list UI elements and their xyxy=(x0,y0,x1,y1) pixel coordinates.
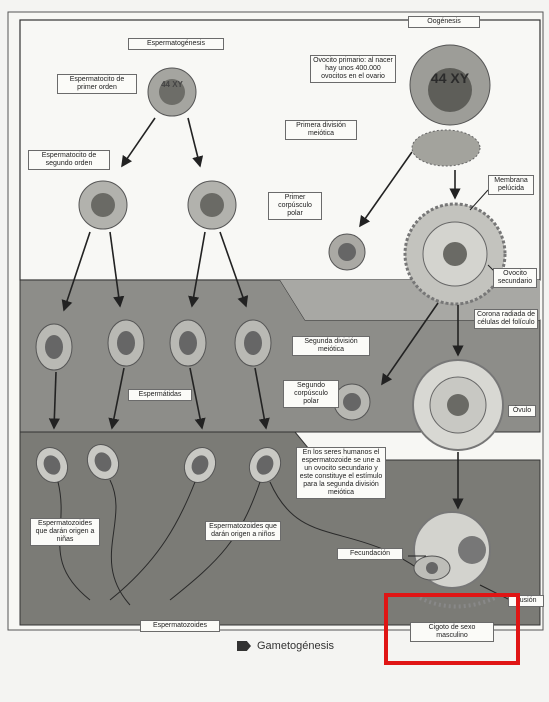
label-espermatozoides: Espermatozoides xyxy=(140,620,220,632)
label-fecundacion: Fecundación xyxy=(337,548,403,560)
first-polar-body-nucleus xyxy=(338,243,356,261)
follicle-cells xyxy=(412,130,480,166)
secondary-spermatocyte-right-nucleus xyxy=(200,193,224,217)
label-espermatidas: Espermátidas xyxy=(128,389,192,401)
label-ovocito-secundario: Ovocito secundario xyxy=(493,268,537,288)
label-membrana-pelucida: Membrana pelúcida xyxy=(488,175,534,195)
chromo-sperm-primary: 44 XY xyxy=(158,80,186,89)
label-primer-corpusculo: Primer corpúsculo polar xyxy=(268,192,322,220)
label-segundo-corpusculo: Segundo corpúsculo polar xyxy=(283,380,339,408)
label-nota-sexos: En los seres humanos el espermatozoide s… xyxy=(296,447,386,499)
tag-icon xyxy=(237,641,251,651)
second-polar-body-nucleus xyxy=(343,393,361,411)
label-corona-radiada: Corona radiada de células del folículo xyxy=(474,309,538,329)
label-primera-division: Primera división meiótica xyxy=(285,120,357,140)
label-oogenesis: Oogénesis xyxy=(408,16,480,28)
zygote-nucleus-a xyxy=(458,536,486,564)
caption-text: Gametogénesis xyxy=(257,640,334,652)
label-ovulo: Óvulo xyxy=(508,405,536,417)
label-espermatocito-primer-orden: Espermatocito de primer orden xyxy=(57,74,137,94)
label-esperm-ninas: Espermatozoides que darán origen a niñas xyxy=(30,518,100,546)
label-espermatogenesis: Espermatogénesis xyxy=(128,38,224,50)
label-segunda-division: Segunda división meiótica xyxy=(292,336,370,356)
chromo-oocyte-big: 44 XY xyxy=(430,70,470,86)
secondary-oocyte-nucleus xyxy=(443,242,467,266)
ovum-nucleus xyxy=(447,394,469,416)
secondary-spermatocyte-left-nucleus xyxy=(91,193,115,217)
label-espermatocito-segundo-orden: Espermatocito de segundo orden xyxy=(28,150,110,170)
label-ovocito-primario: Ovocito primario: al nacer hay unos 400.… xyxy=(310,55,396,83)
label-esperm-ninos: Espermatozoides que darán origen a niños xyxy=(205,521,281,541)
highlight-box xyxy=(384,593,520,665)
figure-caption: Gametogénesis xyxy=(237,640,334,652)
